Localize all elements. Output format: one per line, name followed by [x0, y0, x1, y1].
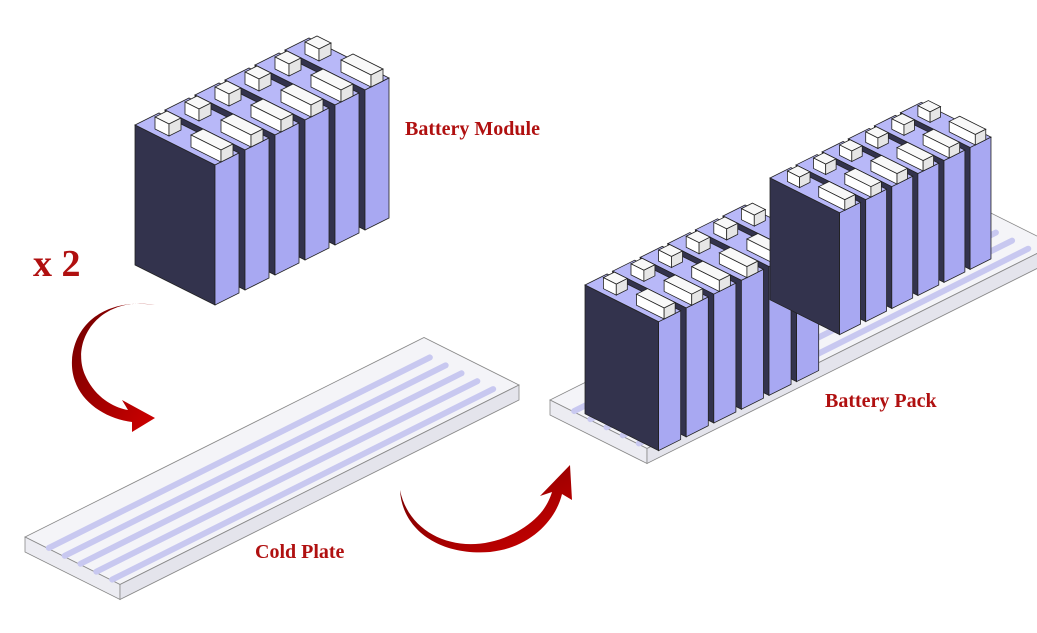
terminal-side: [671, 250, 683, 269]
cell-side: [274, 122, 300, 276]
terminal-side: [922, 154, 934, 172]
terminal-side: [318, 42, 332, 62]
terminal-side: [288, 57, 302, 77]
terminal-side: [220, 143, 234, 163]
coolant-tube: [77, 370, 465, 567]
cell-side: [741, 268, 764, 410]
terminal-side: [726, 222, 739, 241]
battery-cell: [769, 165, 862, 336]
battery-pack-module-right: [769, 100, 992, 336]
battery-cell: [584, 271, 682, 452]
cell-side: [244, 137, 270, 291]
terminal-side: [825, 158, 837, 176]
cell-side: [658, 310, 682, 452]
terminal-side: [896, 167, 908, 185]
cold-plate-label: Cold Plate: [255, 541, 345, 563]
terminal-side: [340, 83, 354, 103]
cell-side: [943, 149, 966, 284]
terminal-side: [280, 113, 294, 133]
terminal-side: [844, 193, 856, 211]
terminal-side: [615, 277, 628, 296]
terminal-side: [168, 117, 182, 137]
curved-arrow-icon: [71, 303, 155, 432]
coolant-tube: [93, 378, 481, 575]
cell-side: [891, 175, 914, 310]
coolant-tube: [61, 362, 449, 559]
terminal-side: [974, 128, 987, 146]
terminal-side: [310, 98, 324, 118]
cell-side: [839, 201, 861, 336]
cell-side: [685, 296, 709, 438]
battery-module: [134, 35, 390, 306]
cell-side: [713, 282, 737, 424]
coolant-tube: [45, 354, 433, 551]
terminal-side: [851, 145, 863, 163]
terminal-side: [799, 171, 811, 189]
plate-side: [646, 253, 1037, 465]
cell-side: [865, 188, 887, 323]
coolant-tube: [109, 386, 497, 583]
cell-side: [334, 92, 360, 246]
battery-pack-label: Battery Pack: [825, 390, 937, 412]
terminal-side: [643, 264, 656, 282]
curved-arrow-icon: [400, 465, 572, 553]
terminal-side: [258, 72, 272, 92]
terminal-side: [903, 119, 915, 137]
terminal-side: [698, 236, 711, 255]
cell-side: [304, 107, 330, 261]
multiplier-label: x 2: [33, 243, 81, 285]
terminal-side: [718, 274, 731, 293]
cell-side: [364, 77, 390, 231]
cell-side: [969, 136, 992, 270]
cell-side: [917, 162, 940, 297]
plate-side: [119, 384, 520, 601]
cold-plate: [24, 337, 520, 601]
terminal-side: [870, 180, 882, 198]
battery-cell: [134, 110, 240, 306]
terminal-side: [746, 260, 759, 279]
terminal-side: [929, 106, 941, 123]
terminal-side: [198, 102, 212, 122]
battery-module-label: Battery Module: [405, 118, 540, 140]
terminal-side: [370, 68, 384, 88]
terminal-side: [663, 301, 676, 320]
terminal-side: [948, 141, 961, 159]
cell-side: [214, 152, 240, 306]
terminal-side: [691, 288, 704, 306]
terminal-side: [228, 87, 242, 107]
terminal-side: [753, 208, 766, 227]
terminal-side: [250, 128, 264, 148]
terminal-side: [877, 132, 889, 150]
